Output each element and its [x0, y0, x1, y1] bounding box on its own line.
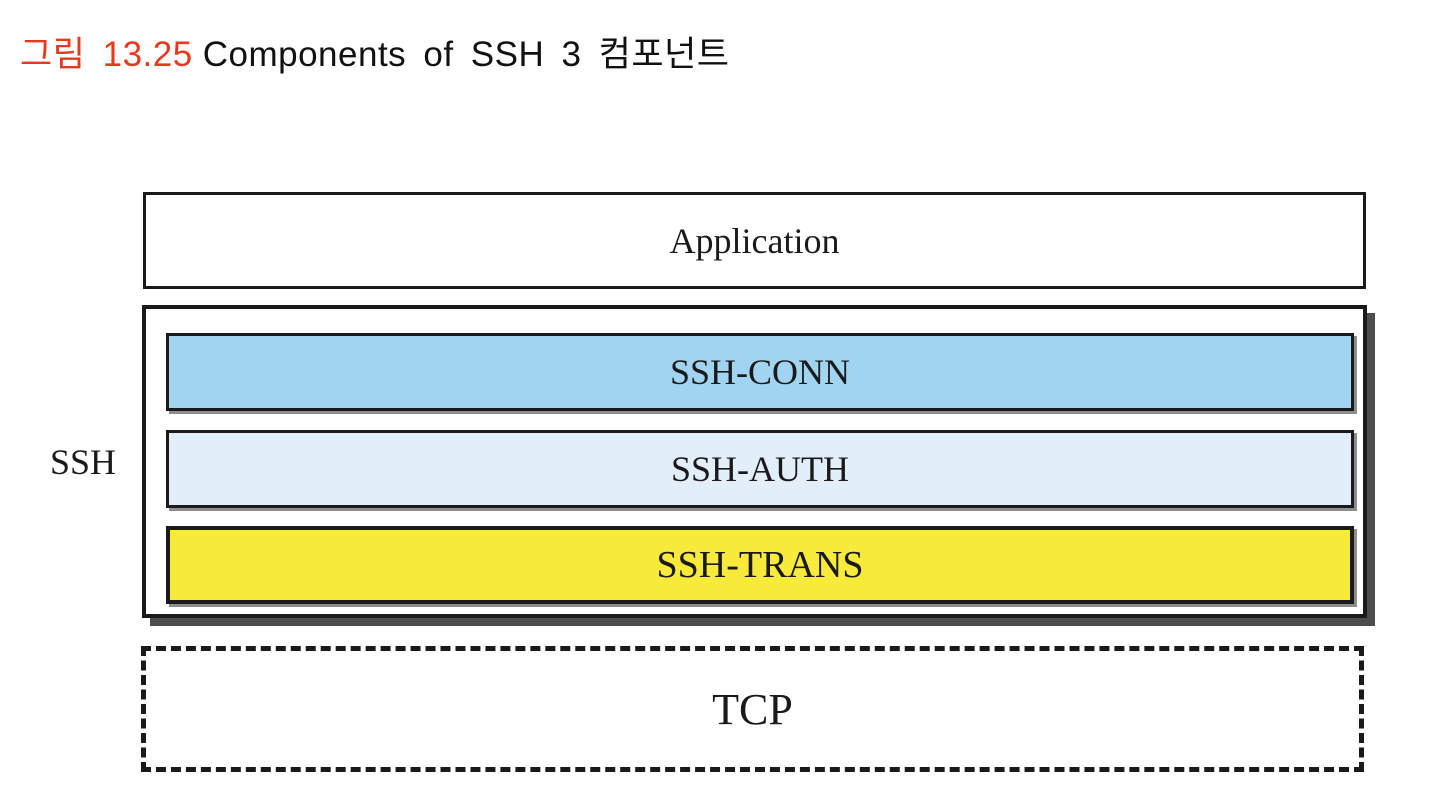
- figure-number-label: 그림 13.25: [20, 35, 193, 74]
- layer-ssh-trans: SSH-TRANS: [166, 526, 1354, 604]
- layer-ssh-conn-label: SSH-CONN: [669, 352, 851, 392]
- layer-ssh-conn: SSH-CONN: [166, 333, 1354, 411]
- application-label: Application: [669, 220, 840, 261]
- ssh-group-box: SSH-CONN SSH-AUTH SSH-TRANS: [142, 305, 1367, 618]
- tcp-label: TCP: [712, 684, 793, 734]
- layer-ssh-trans-label: SSH-TRANS: [656, 544, 864, 586]
- ssh-side-label-text: SSH: [49, 441, 117, 482]
- layer-ssh-auth: SSH-AUTH: [166, 430, 1354, 508]
- tcp-box: TCP: [141, 646, 1364, 772]
- layer-ssh-auth-label: SSH-AUTH: [670, 449, 849, 489]
- figure-title-text: Components of SSH 3 컴포넌트: [202, 35, 730, 74]
- application-box: Application: [143, 192, 1366, 289]
- ssh-side-label: SSH: [28, 305, 138, 618]
